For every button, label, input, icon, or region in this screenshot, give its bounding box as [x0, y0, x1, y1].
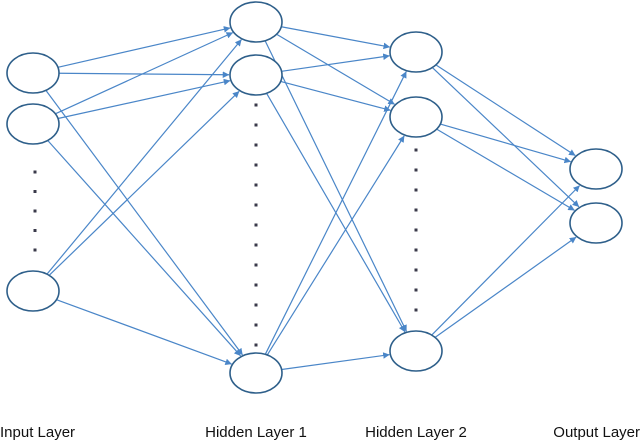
neuron-node-h2_1[interactable]	[389, 31, 443, 73]
ellipsis-dot	[254, 303, 258, 307]
ellipsis-dot	[33, 248, 37, 252]
ellipsis-dot	[414, 248, 418, 252]
ellipsis-dot	[254, 143, 258, 147]
connection-edge	[440, 123, 572, 164]
connection-edge	[58, 71, 230, 79]
connection-edge	[281, 352, 390, 371]
ellipsis-dot	[414, 268, 418, 272]
connection-edge	[48, 90, 240, 276]
ellipsis-dot	[254, 163, 258, 167]
ellipsis-dot	[33, 209, 37, 213]
neuron-node-o2[interactable]	[569, 202, 623, 244]
connection-edge	[280, 80, 391, 112]
ellipsis-dot	[254, 103, 258, 107]
connection-edge	[276, 33, 395, 105]
connection-edge	[281, 26, 391, 50]
ellipsis-dot	[414, 148, 418, 152]
connection-edge	[436, 128, 575, 211]
ellipsis-dot	[414, 308, 418, 312]
ellipsis-dot	[254, 123, 258, 127]
connection-edge	[434, 236, 577, 338]
connection-edge	[266, 135, 405, 356]
ellipsis-dot	[414, 188, 418, 192]
connection-edge	[431, 185, 580, 336]
layer-label-hidden1: Hidden Layer 1	[205, 424, 307, 441]
ellipsis-dot	[414, 288, 418, 292]
ellipsis-dot	[414, 228, 418, 232]
ellipsis-group	[33, 103, 418, 347]
layer-label-input: Input Layer	[0, 424, 76, 441]
neuron-node-h1_2[interactable]	[229, 54, 283, 96]
ellipsis-dot	[414, 208, 418, 212]
neuron-node-h1_1[interactable]	[229, 1, 283, 43]
layer-label-hidden2: Hidden Layer 2	[365, 424, 467, 441]
connection-edge	[57, 78, 231, 120]
connection-edge	[57, 26, 231, 68]
connection-edge	[47, 140, 242, 357]
connection-edge	[435, 64, 576, 157]
ellipsis-dot	[33, 170, 37, 174]
neuron-node-h2_2[interactable]	[389, 96, 443, 138]
ellipsis-dot	[33, 190, 37, 193]
neuron-node-i2[interactable]	[6, 103, 60, 145]
neuron-node-i3[interactable]	[6, 270, 60, 312]
connection-edge	[55, 32, 234, 115]
connection-edge	[45, 90, 243, 356]
ellipsis-dot	[254, 343, 258, 347]
ellipsis-dot	[254, 283, 258, 287]
ellipsis-dot	[254, 323, 258, 327]
ellipsis-dot	[254, 243, 258, 247]
neuron-node-h2_3[interactable]	[389, 330, 443, 372]
ellipsis-dot	[254, 263, 258, 267]
connection-edge	[431, 67, 580, 208]
ellipsis-dot	[254, 223, 258, 227]
connection-edge	[264, 40, 407, 332]
node-group	[6, 1, 623, 394]
ellipsis-dot	[254, 203, 258, 207]
neuron-node-i1[interactable]	[6, 52, 60, 94]
ellipsis-dot	[414, 168, 418, 172]
connection-edge	[281, 53, 390, 72]
ellipsis-dot	[254, 183, 258, 187]
connection-edge	[56, 299, 232, 365]
neuron-node-o1[interactable]	[569, 148, 623, 190]
connection-edge	[46, 39, 242, 275]
edge-group	[45, 26, 580, 371]
ellipsis-dot	[33, 229, 37, 232]
connection-edge	[264, 71, 407, 355]
layer-label-output: Output Layer	[553, 424, 640, 441]
neuron-node-h1_3[interactable]	[229, 352, 283, 394]
